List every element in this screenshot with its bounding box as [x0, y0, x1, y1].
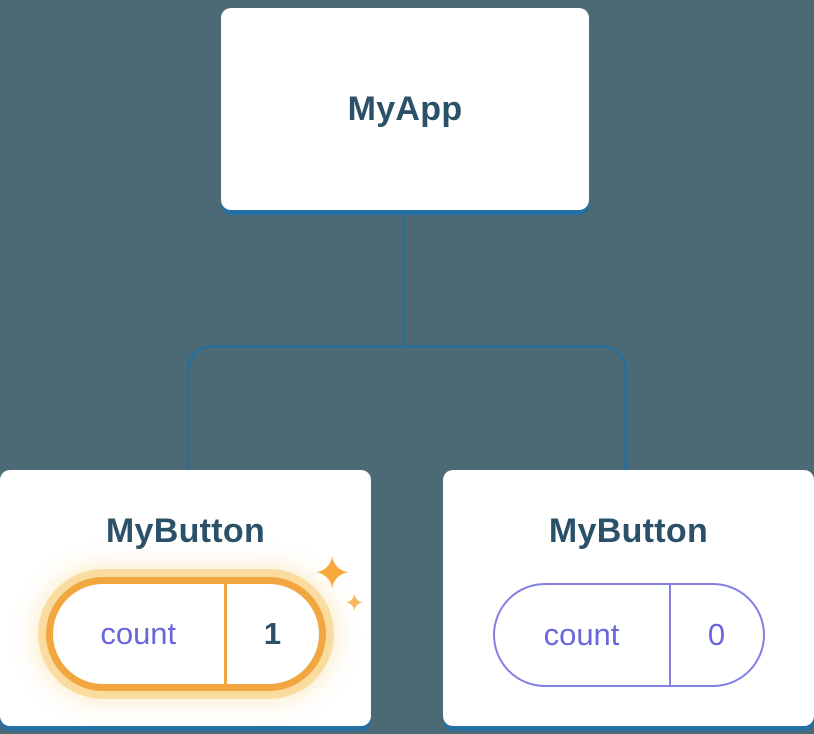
connector-bracket-line — [187, 345, 627, 473]
pill-divider — [668, 585, 671, 685]
state-value: 0 — [707, 617, 726, 652]
state-pill-highlighted: count 1 — [45, 577, 326, 691]
component-card-mybutton-right: MyButton count 0 — [443, 470, 814, 726]
component-name: MyButton — [548, 512, 709, 550]
pill-divider — [224, 584, 227, 684]
component-name: MyButton — [105, 512, 266, 550]
sparkles-icon — [316, 556, 363, 611]
state-value: 1 — [263, 616, 282, 651]
component-name: MyApp — [347, 89, 463, 128]
state-name-label: count — [543, 617, 620, 652]
component-card-root: MyApp — [221, 8, 589, 210]
connector-stem-line — [403, 211, 406, 345]
component-card-mybutton-left: MyButton count 1 — [0, 470, 371, 726]
state-pill: count 0 — [492, 583, 765, 687]
state-name-label: count — [100, 616, 177, 651]
